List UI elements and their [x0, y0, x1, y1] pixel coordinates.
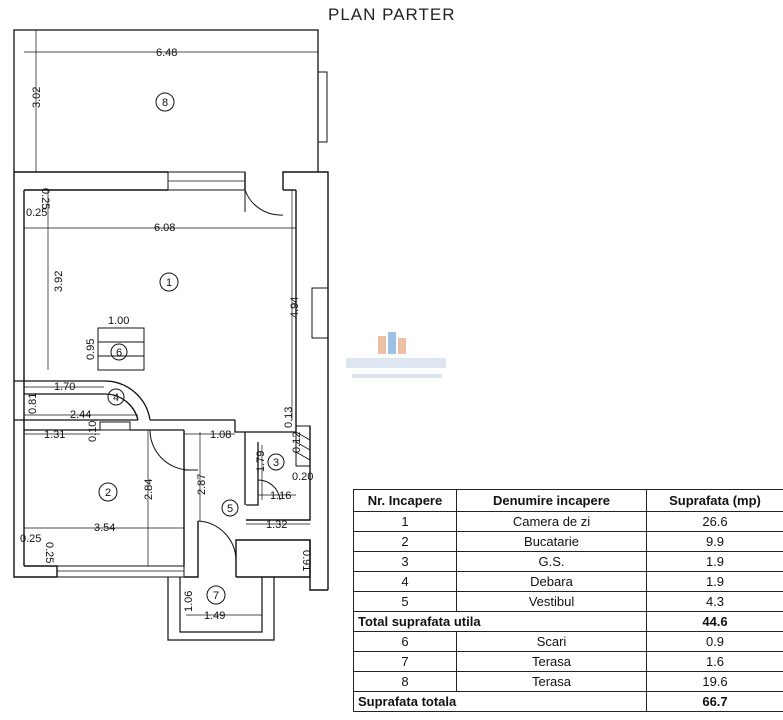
dim-kitchen-height: 2.84: [143, 479, 155, 500]
dim-wall-a: 0.25: [26, 207, 47, 219]
dim-terrace-w: 1.49: [204, 610, 225, 622]
dim-pantry-height: 0.81: [27, 393, 39, 414]
svg-text:2: 2: [105, 487, 111, 499]
dim-bath-width: 1.16: [270, 490, 291, 502]
room-marker-2: 2: [98, 482, 118, 502]
room-marker-5: 5: [221, 499, 239, 517]
header-area: Suprafata (mp): [646, 489, 783, 512]
header-nr: Nr. Incapere: [353, 489, 457, 512]
room-marker-3: 3: [267, 453, 285, 471]
dim-pantry-total: 2.44: [70, 409, 91, 421]
dim-corner-b: 0.25: [43, 542, 55, 563]
dim-inner-width: 6.08: [154, 222, 175, 234]
svg-text:8: 8: [162, 97, 168, 109]
dim-bath-a: 0.12: [291, 432, 303, 453]
dim-pantry-width: 1.70: [54, 381, 75, 393]
room-marker-6: 6: [110, 343, 128, 361]
dim-top-width: 6.48: [156, 47, 177, 59]
dim-right-bottom: 1.32: [266, 519, 287, 531]
dim-bath-height: 1.79: [255, 451, 267, 472]
dim-kitchen-left: 1.31: [44, 429, 65, 441]
dim-right-bottom-h: 0.91: [300, 550, 312, 571]
svg-text:5: 5: [227, 503, 233, 515]
svg-text:6: 6: [116, 347, 122, 359]
svg-text:1: 1: [166, 277, 172, 289]
dim-kitchen-width: 3.54: [94, 522, 115, 534]
interior-walls: [14, 380, 311, 506]
table-header-row: Nr. Incapere Denumire incapere Suprafata…: [353, 489, 783, 512]
header-name: Denumire incapere: [456, 489, 647, 512]
dim-room1-height: 3.92: [53, 271, 65, 292]
terrace-7-outline: [167, 577, 275, 641]
terrace-8-outline: [13, 29, 328, 172]
door-swings: [149, 189, 284, 561]
svg-text:3: 3: [273, 457, 279, 469]
room-marker-7: 7: [206, 585, 226, 605]
room-marker-4: 4: [107, 388, 125, 406]
dim-corner-a: 0.25: [20, 533, 41, 545]
exterior-walls: [13, 171, 329, 591]
dim-bath-wall: 0.13: [283, 407, 295, 428]
dim-hall-height: 2.87: [196, 474, 208, 495]
area-table: Nr. Incapere Denumire incapere Suprafata…: [353, 489, 783, 712]
dim-top-height: 3.02: [31, 87, 43, 108]
dim-stair-height: 0.95: [85, 339, 97, 360]
svg-text:4: 4: [113, 392, 119, 404]
svg-text:7: 7: [213, 590, 219, 602]
stair-block: [97, 327, 145, 371]
room-marker-8: 8: [155, 92, 175, 112]
plan-title: PLAN PARTER: [328, 5, 456, 24]
dim-stair-width: 1.00: [108, 315, 129, 327]
room-marker-1: 1: [159, 272, 179, 292]
dim-terrace-h: 1.06: [183, 591, 195, 612]
watermark-logo: [346, 332, 446, 378]
dimension-lines: [24, 30, 318, 616]
dim-hall-width: 1.08: [210, 429, 231, 441]
dim-wall-b: 0.25: [39, 188, 51, 209]
dim-small-a: 0.10: [87, 421, 99, 442]
dim-bath-b: 0.20: [292, 471, 313, 483]
dim-right-height: 4.94: [289, 297, 301, 318]
